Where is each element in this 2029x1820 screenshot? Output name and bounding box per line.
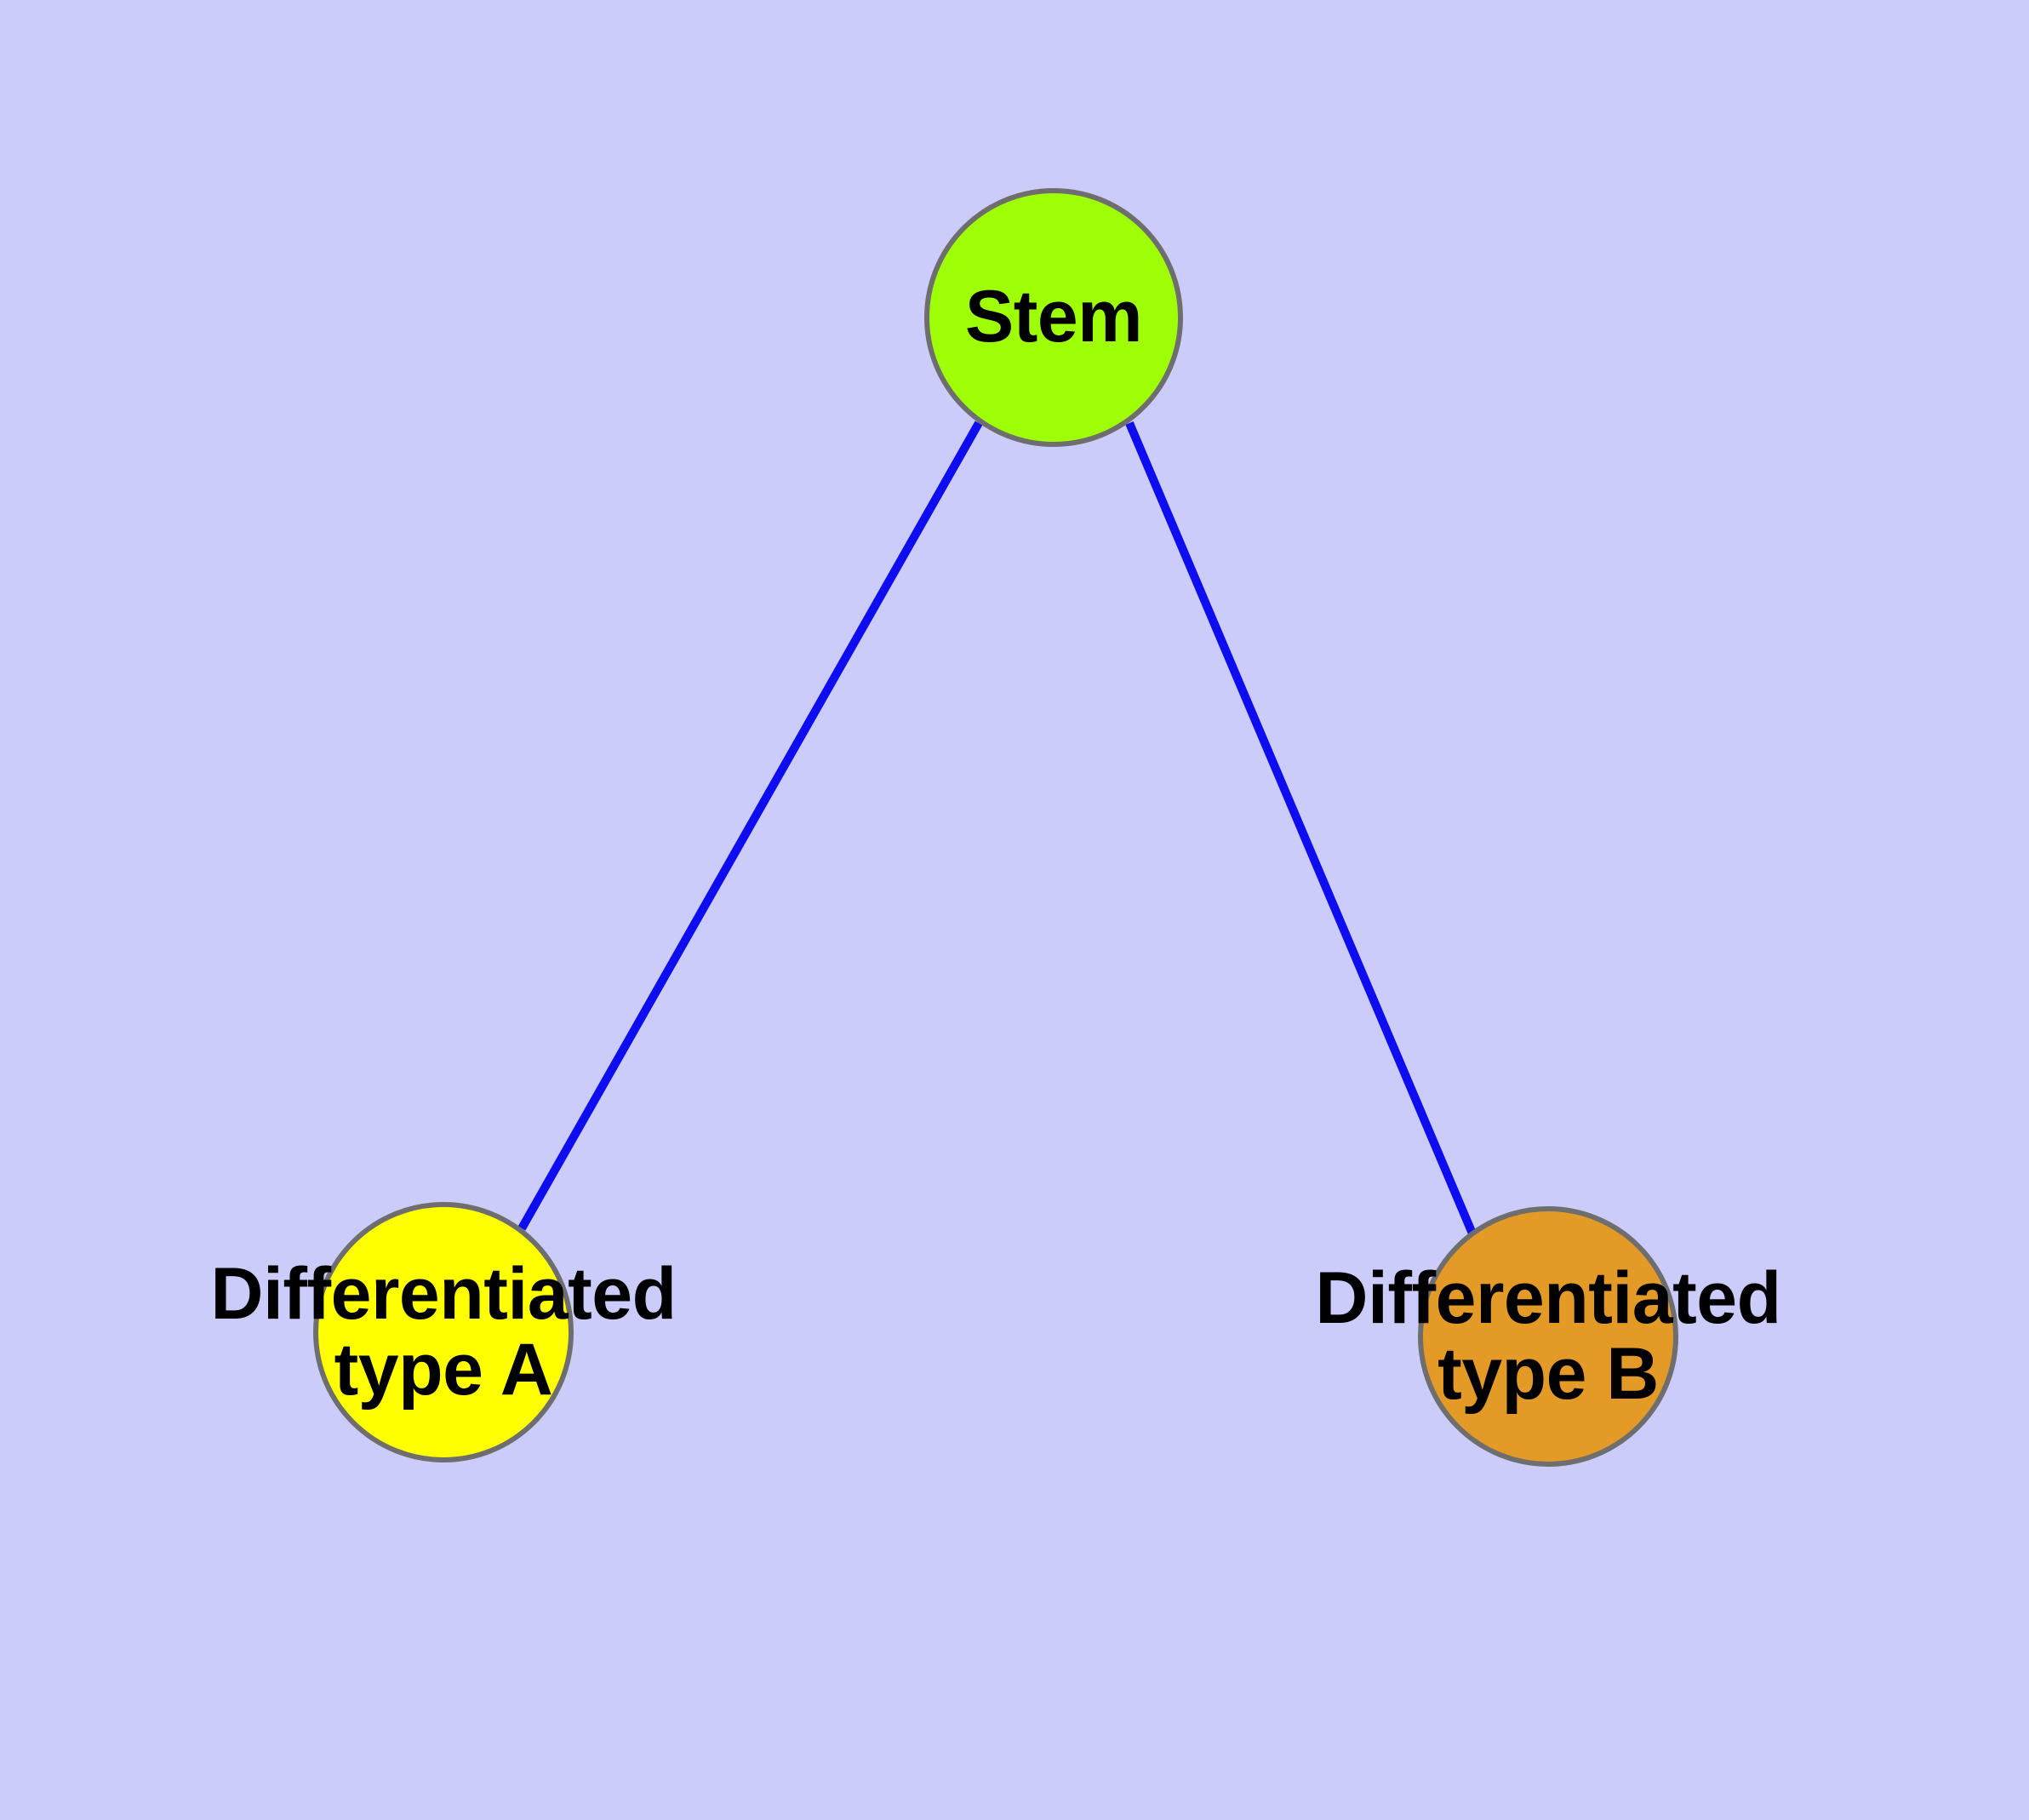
edge-stem-to-differentiated-type-b (1125, 421, 1477, 1235)
edge-stem-to-differentiated-type-a (517, 421, 983, 1231)
node-differentiated-type-a[interactable] (313, 1202, 574, 1462)
node-stem[interactable] (924, 188, 1183, 447)
node-differentiated-type-b[interactable] (1418, 1206, 1678, 1467)
